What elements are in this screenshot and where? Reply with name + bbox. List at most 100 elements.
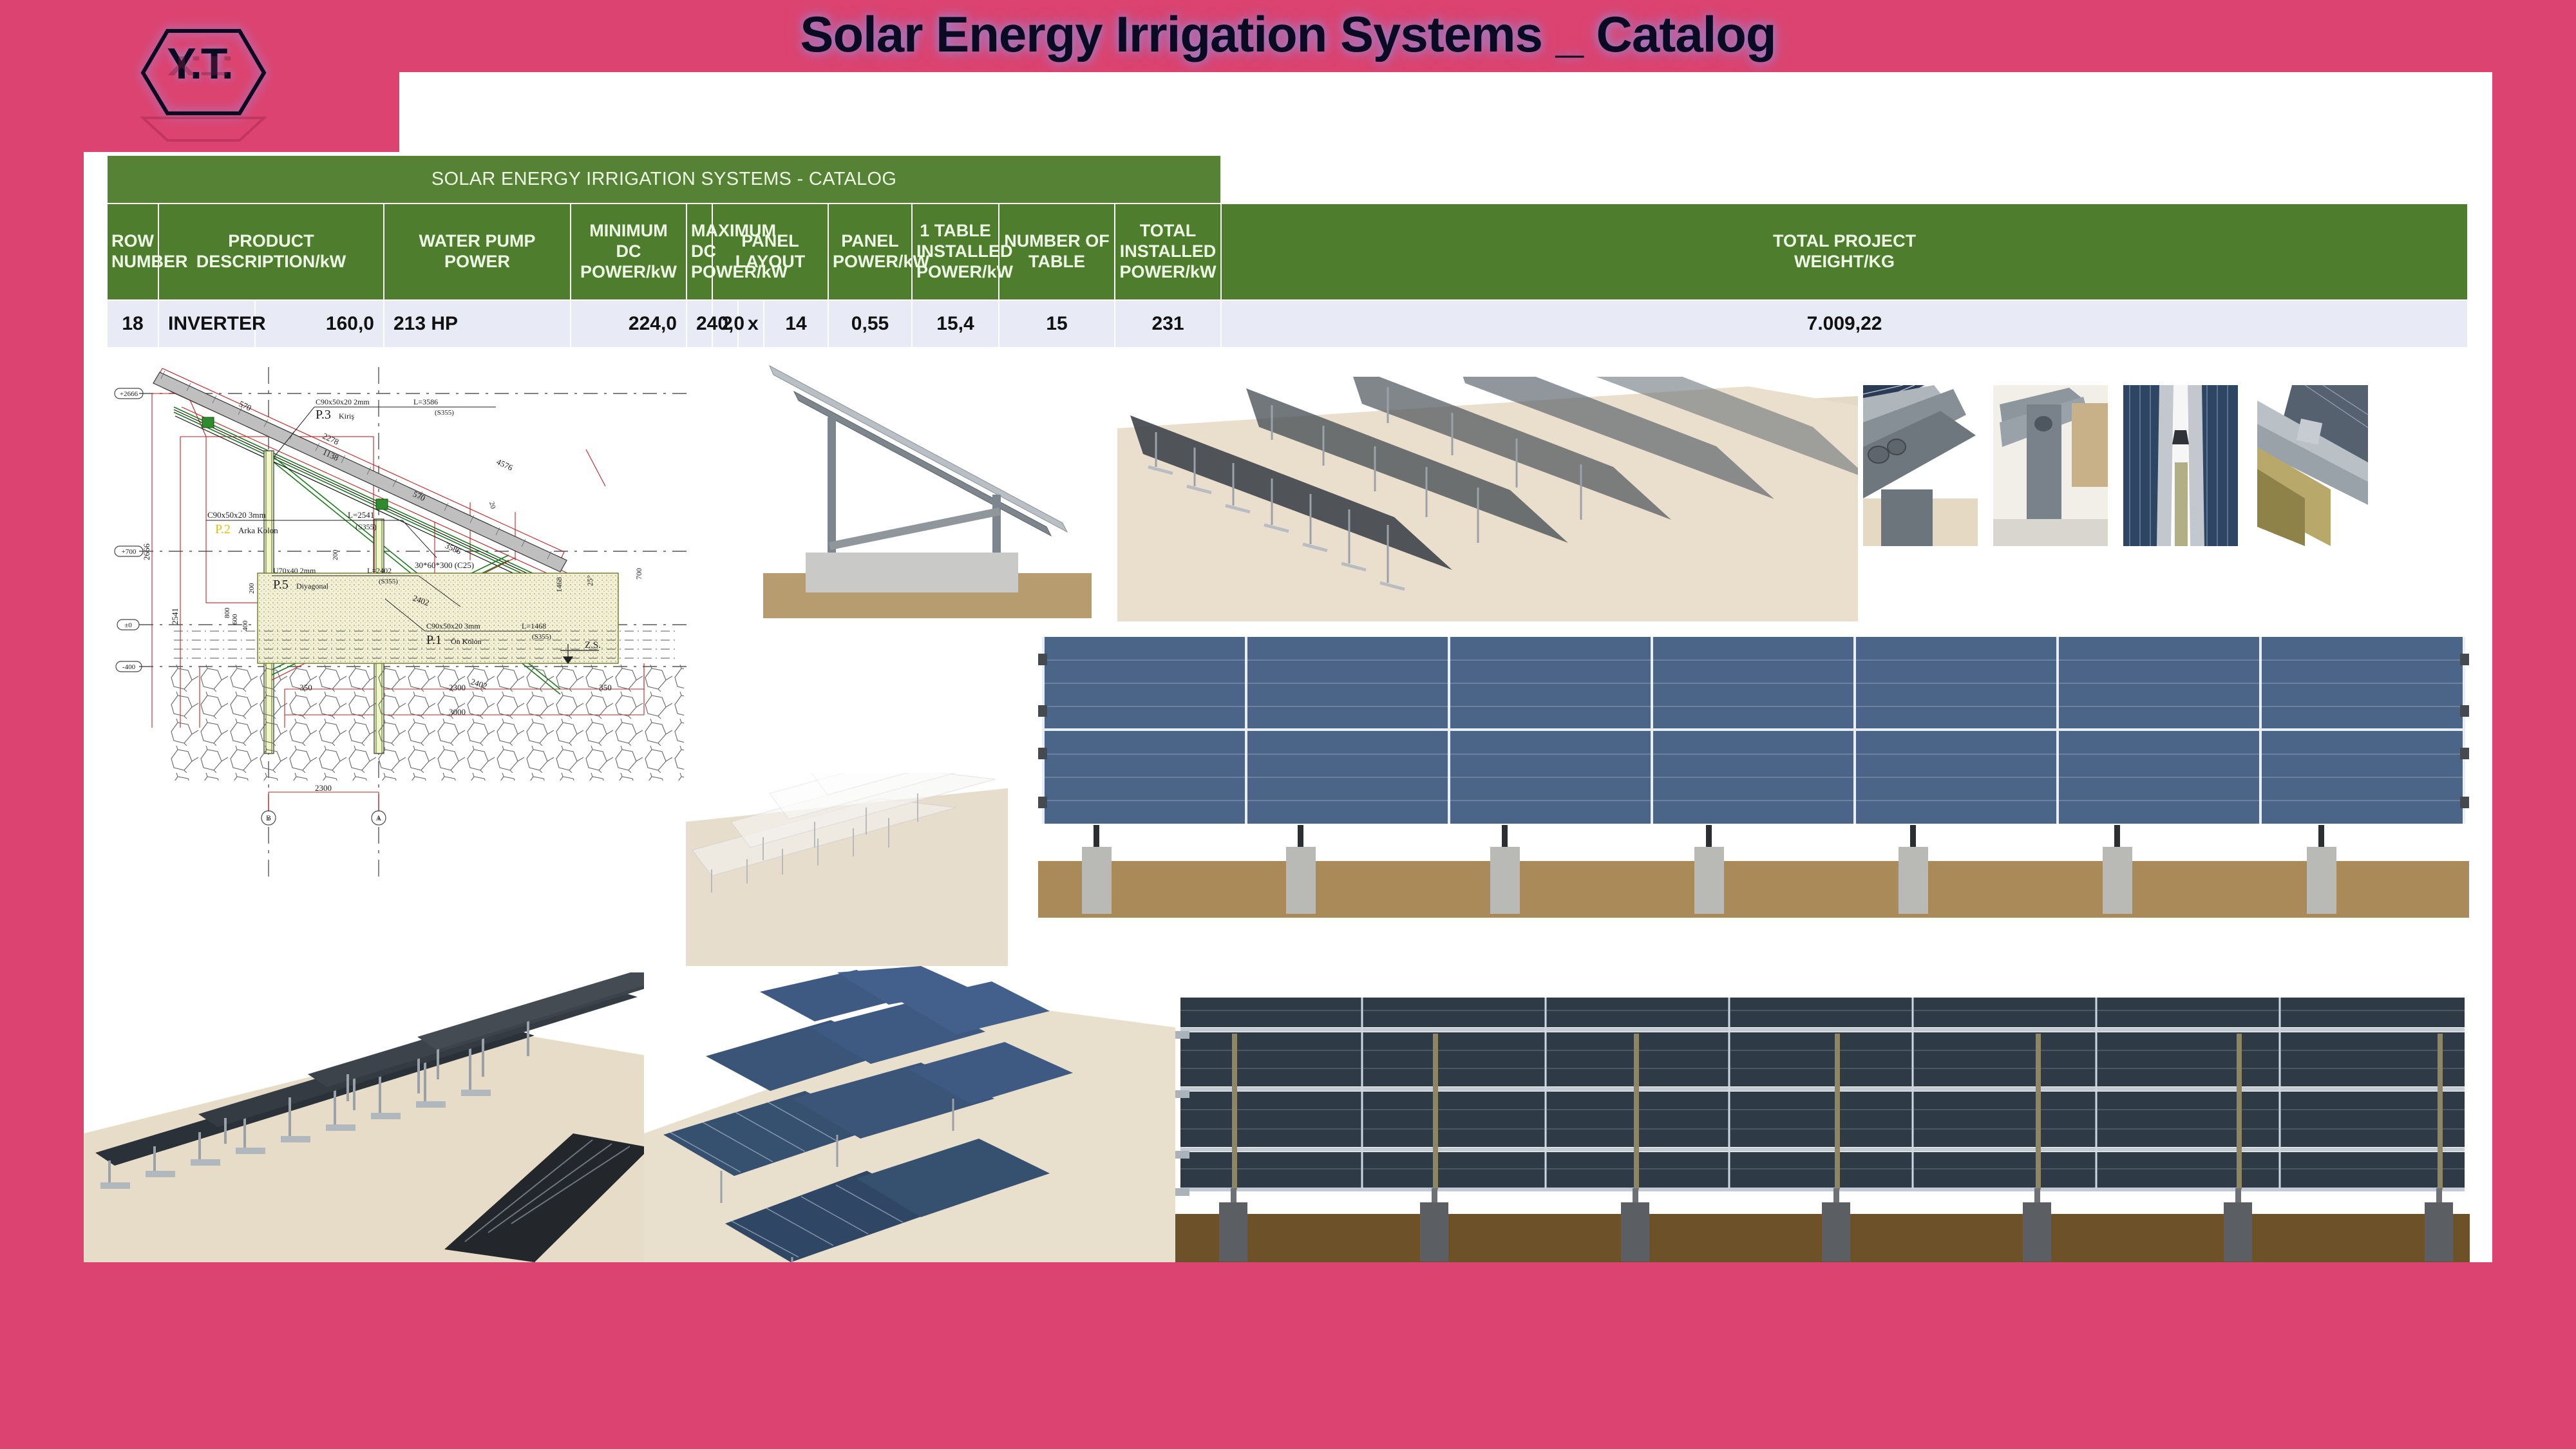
logo-text: Y.T. <box>167 39 234 88</box>
table-banner: SOLAR ENERGY IRRIGATION SYSTEMS - CATALO… <box>106 155 1222 204</box>
page-sheet-top <box>399 72 2492 156</box>
th-product-description: PRODUCT DESCRIPTION/kW <box>158 203 384 301</box>
svg-text:P.5: P.5 <box>273 578 289 592</box>
svg-text:2300: 2300 <box>315 783 332 793</box>
cell-one-table-installed-power: 15,4 <box>911 299 999 348</box>
svg-text:L=2541: L=2541 <box>348 510 374 520</box>
svg-text:Kiriş: Kiriş <box>339 412 354 421</box>
svg-text:A: A <box>376 813 382 822</box>
th-total-power-l1: TOTAL INSTALLED <box>1119 221 1217 261</box>
svg-text:20: 20 <box>488 501 497 510</box>
catalog-table: SOLAR ENERGY IRRIGATION SYSTEMS - CATALO… <box>106 155 2468 348</box>
cell-maximum-dc-power: 240,0 <box>686 299 744 348</box>
svg-text:Ön Kolon: Ön Kolon <box>451 637 482 646</box>
svg-text:B: B <box>266 813 271 822</box>
svg-text:3586: 3586 <box>444 540 463 556</box>
figure-mount-side-view <box>763 361 1092 618</box>
th-panel-layout: PANEL LAYOUT <box>712 203 829 301</box>
cell-total-project-weight: 7.009,22 <box>1220 299 2468 348</box>
th-water-pump-l1: WATER PUMP <box>419 231 536 251</box>
svg-text:L=2402: L=2402 <box>367 566 392 575</box>
cell-minimum-dc-power: 224,0 <box>570 299 687 348</box>
th-panel-power: PANEL POWER/kW <box>828 203 929 301</box>
svg-text:700: 700 <box>634 568 643 580</box>
svg-text:800: 800 <box>223 607 231 618</box>
svg-text:+2666: +2666 <box>120 390 138 398</box>
th-number-of-table: NUMBER OF TABLE <box>998 203 1115 301</box>
cell-product-description-value: 160,0 <box>254 299 384 348</box>
cell-row-number: 18 <box>106 299 159 348</box>
figure-detail-photo-4 <box>2253 385 2368 546</box>
svg-text:+700: +700 <box>122 548 137 556</box>
th-row-number: ROW NUMBER <box>106 203 188 301</box>
svg-text:350: 350 <box>299 683 312 692</box>
cell-total-installed-power: 231 <box>1113 299 1222 348</box>
svg-text:L=1468: L=1468 <box>522 621 546 630</box>
th-one-table-l3: POWER/kW <box>916 261 1014 281</box>
svg-text:C90x50x20 3mm: C90x50x20 3mm <box>207 510 266 520</box>
th-one-table-l2: INSTALLED <box>916 242 1013 261</box>
figure-array-frame-grey <box>686 773 1008 966</box>
th-total-weight-l2: WEIGHT/KG <box>1794 252 1895 271</box>
svg-text:P.3: P.3 <box>316 408 331 422</box>
svg-text:2278: 2278 <box>321 431 341 447</box>
figure-detail-photo-3 <box>2123 385 2238 546</box>
th-number-table-l2: TABLE <box>1028 252 1085 271</box>
cell-panel-power: 0,55 <box>828 299 913 348</box>
svg-text:200: 200 <box>248 583 256 594</box>
svg-text:30*60*300 (C25): 30*60*300 (C25) <box>415 560 474 570</box>
th-total-installed-power: TOTAL INSTALLED POWER/kW <box>1113 203 1222 301</box>
table-row: 18 INVERTER 160,0 213 HP 224,0 240,0 2 x… <box>106 299 2468 348</box>
table-banner-row: SOLAR ENERGY IRRIGATION SYSTEMS - CATALO… <box>106 155 2468 204</box>
svg-text:2666: 2666 <box>142 544 151 561</box>
th-row-number-l2: NUMBER <box>111 252 188 271</box>
cell-panel-layout-separator: x <box>737 299 764 348</box>
svg-text:C90x50x20 3mm: C90x50x20 3mm <box>426 621 480 630</box>
figure-array-perspective-top <box>1117 377 1858 621</box>
svg-text:350: 350 <box>599 683 612 692</box>
th-min-dc-l2: POWER/kW <box>580 261 677 281</box>
svg-text:570: 570 <box>238 399 253 413</box>
svg-text:L=3586: L=3586 <box>413 397 438 406</box>
svg-text:570: 570 <box>412 489 427 503</box>
svg-text:P.2: P.2 <box>215 522 231 536</box>
figure-array-perspective-bottom-left <box>84 972 650 1262</box>
figure-detail-photo-2 <box>1993 385 2108 546</box>
cell-water-pump-power: 213 HP <box>383 299 571 348</box>
svg-text:200: 200 <box>332 549 339 560</box>
th-number-table-l1: NUMBER OF <box>1004 231 1110 251</box>
th-one-table-l1: 1 TABLE <box>920 221 991 241</box>
figure-front-elevation-2 <box>1175 995 2470 1262</box>
th-min-dc-l1: MINIMUM DC <box>589 221 668 261</box>
svg-text:(S355): (S355) <box>379 578 398 585</box>
svg-text:C90x50x20 2mm: C90x50x20 2mm <box>316 397 370 406</box>
svg-text:4576: 4576 <box>495 457 515 473</box>
th-max-dc-l1: MAXIMUM DC <box>691 221 776 261</box>
title-bar: Solar Energy Irrigation Systems _ Catalo… <box>0 0 2576 77</box>
svg-text:600: 600 <box>231 614 239 625</box>
th-one-table-installed-power: 1 TABLE INSTALLED POWER/kW <box>911 203 1013 301</box>
svg-text:(S355): (S355) <box>435 409 454 417</box>
svg-text:25°: 25° <box>585 575 594 586</box>
svg-text:P.1: P.1 <box>426 633 442 647</box>
figure-front-elevation <box>1038 634 2469 918</box>
th-panel-power-l2: POWER/kW <box>833 252 930 271</box>
hexagon-icon <box>139 29 268 142</box>
svg-text:(S355): (S355) <box>532 633 551 641</box>
svg-text:2541: 2541 <box>170 608 180 625</box>
svg-text:1468: 1468 <box>554 577 564 592</box>
svg-text:-400: -400 <box>122 663 136 671</box>
cell-panel-layout-cols: 14 <box>763 299 829 348</box>
svg-text:±0: ±0 <box>124 621 132 629</box>
logo-reflection: Y.T. <box>167 50 232 81</box>
svg-text:Arka Kolon: Arka Kolon <box>238 526 278 535</box>
svg-text:Z.S.: Z.S. <box>585 640 601 650</box>
cell-product-description-name: INVERTER <box>158 299 266 348</box>
th-maximum-dc-power: MAXIMUM DC POWER/kW <box>686 203 788 301</box>
th-water-pump-power: WATER PUMP POWER <box>383 203 571 301</box>
svg-text:U70x40 2mm: U70x40 2mm <box>273 566 316 575</box>
svg-text:400: 400 <box>242 620 249 631</box>
svg-text:Diyagonal: Diyagonal <box>296 582 329 591</box>
th-total-power-l2: POWER/kW <box>1119 261 1217 281</box>
th-total-weight-l1: TOTAL PROJECT <box>1773 231 1917 251</box>
